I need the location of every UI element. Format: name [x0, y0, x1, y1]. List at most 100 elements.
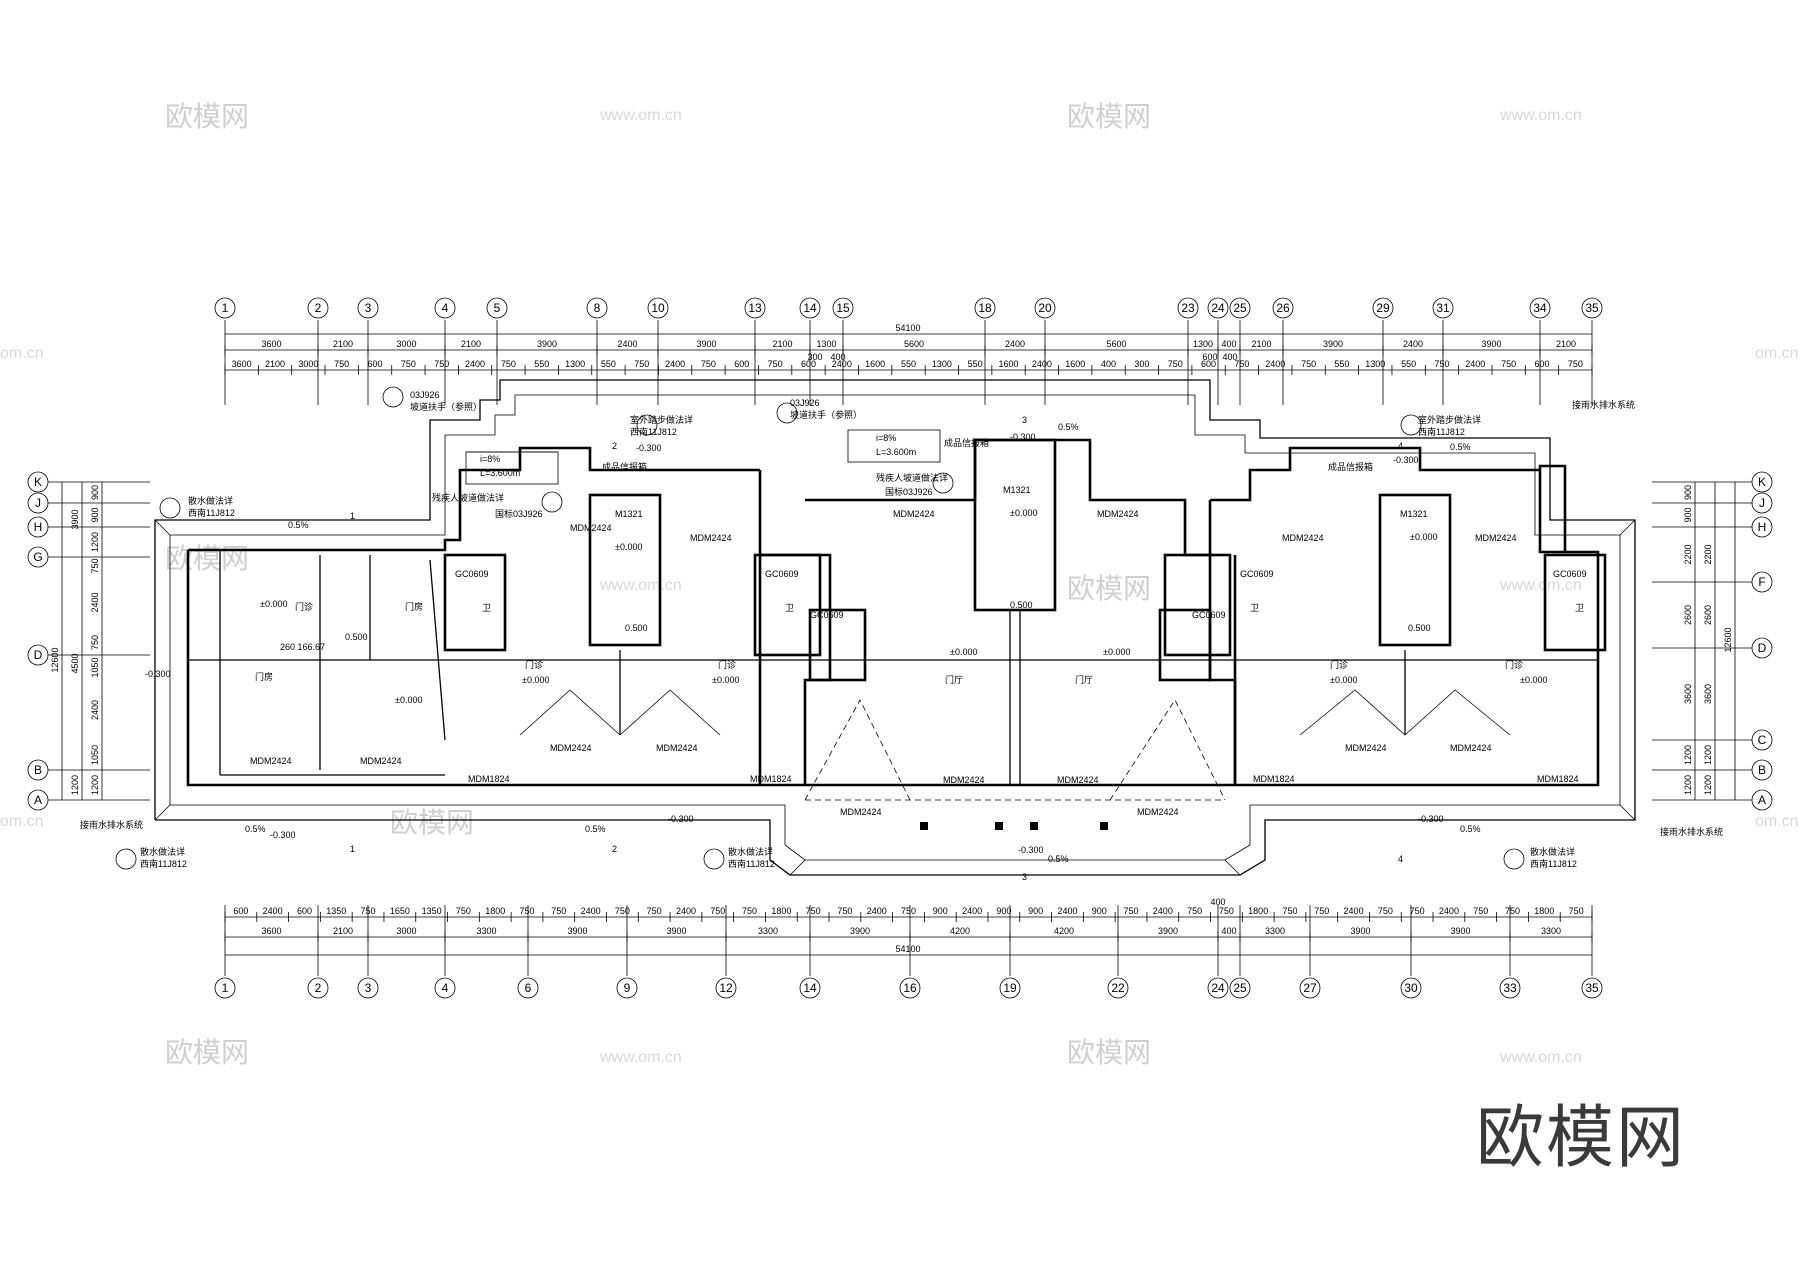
axis-label: 9 — [624, 981, 631, 995]
axis-label: 8 — [594, 301, 601, 315]
dimension-value: 1800 — [1534, 906, 1554, 916]
dimension-value: 550 — [1334, 359, 1349, 369]
dimension-value: 1800 — [485, 906, 505, 916]
zone-number: 2 — [612, 844, 617, 854]
axis-bubble — [357, 977, 379, 999]
axis-label: 30 — [1404, 981, 1418, 995]
dimension-value: 1650 — [390, 906, 410, 916]
dimension-value: 1200 — [90, 532, 100, 552]
dimension-value: 550 — [1401, 359, 1416, 369]
dimension-value: 750 — [701, 359, 716, 369]
total-dimension: 54100 — [895, 323, 920, 333]
ref-note: 散水做法详 — [140, 846, 185, 857]
axis-label: 20 — [1038, 301, 1052, 315]
dimension-value: 2400 — [867, 906, 887, 916]
elevation-mark: 0.500 — [1408, 623, 1431, 633]
axis-bubble — [1751, 729, 1773, 751]
door-tag: M1321 — [615, 509, 643, 519]
window-tag: GC0609 — [765, 569, 799, 579]
axis-bubble — [27, 546, 49, 568]
elevation-mark: -0.300 — [1393, 455, 1419, 465]
building-walls — [186, 438, 1607, 787]
dimension-value: 3900 — [1481, 339, 1501, 349]
dimension-value: 3000 — [396, 339, 416, 349]
ref-note: 坡道扶手（参照） — [410, 401, 482, 412]
dimension-value: 750 — [1410, 906, 1425, 916]
axis-label: B — [34, 763, 42, 777]
axis-bubble — [1299, 977, 1321, 999]
dimension-value: 4200 — [1054, 926, 1074, 936]
zone-number: 1 — [350, 844, 355, 854]
dimension-value: 3600 — [261, 926, 281, 936]
axis-label: D — [34, 648, 43, 662]
watermark-url-short: om.cn — [1755, 345, 1799, 362]
axis-bubble — [1107, 977, 1129, 999]
dimension-value: 3900 — [1450, 926, 1470, 936]
ref-code: 西南11J812 — [630, 426, 677, 437]
door-tag: MDM2424 — [250, 756, 292, 766]
dimension-value: 3900 — [567, 926, 587, 936]
axis-bubble — [586, 297, 608, 319]
axis-label: 18 — [978, 301, 992, 315]
dimension-value: 750 — [806, 906, 821, 916]
dimension-value: 300 — [807, 352, 822, 362]
dimension-value: 2200 — [1683, 544, 1693, 564]
dimension-value: 3000 — [396, 926, 416, 936]
axis-label: G — [33, 550, 42, 564]
dimension-value: 750 — [519, 906, 534, 916]
dimension-value: 600 — [734, 359, 749, 369]
dimension-value: 750 — [1505, 906, 1520, 916]
axis-bubble — [517, 977, 539, 999]
axis-label: 3 — [365, 301, 372, 315]
axis-bubble — [27, 644, 49, 666]
dimension-value: 3900 — [1350, 926, 1370, 936]
dimension-value: 750 — [634, 359, 649, 369]
axis-bubble — [999, 977, 1021, 999]
total-dimension: 54100 — [895, 944, 920, 954]
dimension-value: 750 — [90, 635, 100, 650]
axis-bubble — [1229, 297, 1251, 319]
dimension-value: 750 — [551, 906, 566, 916]
dimension-value: 3900 — [666, 926, 686, 936]
watermark-cn: 欧模网 — [165, 1036, 249, 1069]
door-tag: MDM2424 — [1345, 743, 1387, 753]
dimension-value: 600 — [801, 359, 816, 369]
dimension-value: 2100 — [333, 339, 353, 349]
room-name: 门诊 — [525, 659, 543, 670]
elevation-mark: ±0.000 — [1010, 508, 1037, 518]
elevation-mark: ±0.000 — [395, 695, 422, 705]
dimension-value: 600 — [233, 906, 248, 916]
room-name: 门诊 — [1330, 659, 1348, 670]
dimension-value: 2400 — [1403, 339, 1423, 349]
axis-label: J — [1759, 496, 1765, 510]
axis-label: 16 — [903, 981, 917, 995]
elevation-mark: 0.500 — [1010, 600, 1033, 610]
ref-note: 散水做法详 — [1530, 846, 1575, 857]
ref-note: 散水做法详 — [188, 495, 233, 506]
door-tag: MDM1824 — [1253, 774, 1295, 784]
dimension-value: 1600 — [865, 359, 885, 369]
window-tag: GC0609 — [1240, 569, 1274, 579]
elevation-mark: ±0.000 — [260, 599, 287, 609]
dimension-value: 3900 — [1158, 926, 1178, 936]
elevation-mark: ±0.000 — [1410, 532, 1437, 542]
dimension-value: 750 — [1301, 359, 1316, 369]
dimension-value: 2400 — [1465, 359, 1485, 369]
dimension-value: 750 — [1473, 906, 1488, 916]
room-name: 门厅 — [945, 674, 963, 685]
dimension-value: 1300 — [1193, 339, 1213, 349]
axis-label: A — [1758, 793, 1766, 807]
axis-label: 31 — [1436, 301, 1450, 315]
watermark-url: www.om.cn — [599, 107, 682, 124]
dimension-value: 750 — [768, 359, 783, 369]
ref-code: 西南11J812 — [728, 858, 775, 869]
axis-bubble — [1207, 977, 1229, 999]
slope-mark: 0.5% — [245, 824, 266, 834]
ref-note: 残疾人坡道做法详 — [432, 492, 504, 503]
dimension-value: 750 — [1168, 359, 1183, 369]
axis-bubble — [647, 297, 669, 319]
door-tag: MDM2424 — [840, 807, 882, 817]
ramp-length: L=3.600m — [876, 447, 916, 457]
axis-label: 24 — [1211, 301, 1225, 315]
